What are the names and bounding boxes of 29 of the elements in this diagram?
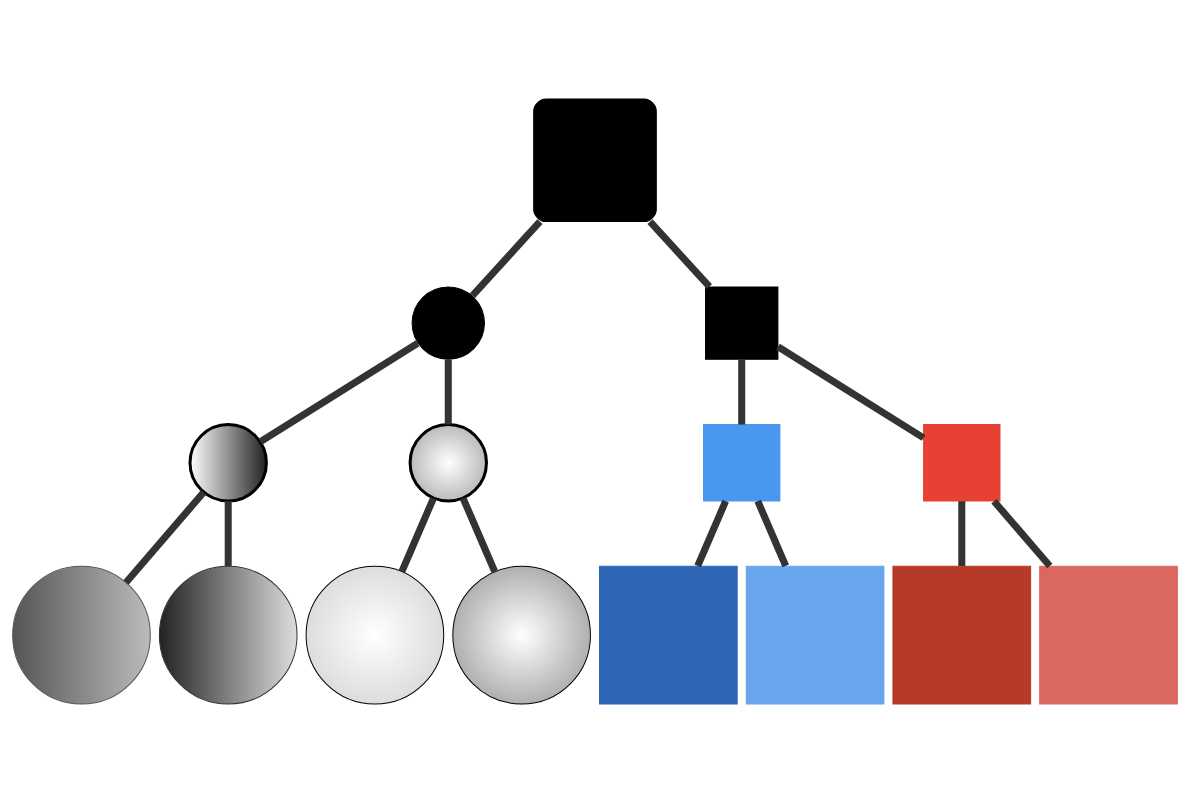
node-box bbox=[599, 565, 738, 704]
connector bbox=[123, 489, 207, 585]
connector bbox=[444, 359, 452, 425]
node-circle bbox=[188, 422, 268, 502]
connector bbox=[776, 343, 926, 441]
connector bbox=[224, 500, 232, 566]
node-box bbox=[1039, 565, 1178, 704]
node-circle bbox=[408, 422, 488, 502]
node-circle bbox=[12, 565, 151, 704]
connector bbox=[694, 499, 729, 567]
connector bbox=[991, 498, 1053, 568]
node-box bbox=[923, 423, 1001, 501]
node-circle bbox=[411, 285, 485, 360]
node-circle bbox=[158, 565, 298, 704]
connector bbox=[459, 496, 498, 573]
node-circle bbox=[305, 565, 445, 704]
connector bbox=[958, 500, 966, 566]
connector bbox=[647, 218, 712, 289]
node-box bbox=[705, 285, 779, 360]
connector bbox=[738, 359, 746, 425]
node-box bbox=[892, 565, 1032, 704]
connector bbox=[754, 499, 789, 567]
node-box bbox=[703, 423, 781, 501]
connector bbox=[258, 339, 420, 445]
connector bbox=[469, 218, 543, 298]
node-box bbox=[745, 565, 885, 704]
node-box bbox=[533, 98, 657, 222]
node-circle bbox=[452, 565, 591, 704]
connector bbox=[398, 496, 437, 573]
